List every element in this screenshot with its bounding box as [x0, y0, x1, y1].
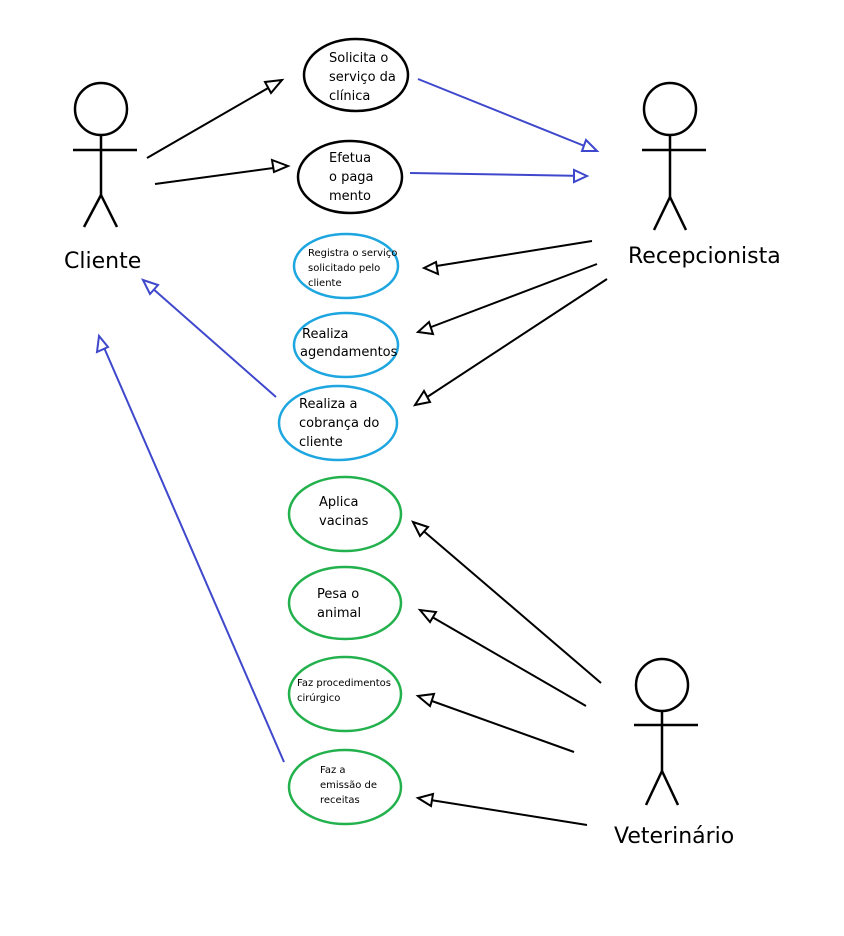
svg-text:cirúrgico: cirúrgico [297, 692, 340, 704]
assoc-veterinario-pesa [417, 608, 587, 707]
svg-text:emissão de: emissão de [320, 780, 377, 791]
assoc-receitas-cliente [95, 333, 285, 763]
actor-cliente [73, 81, 137, 228]
usecase-registra-label: Registra o serviço solicitado pelo clien… [308, 248, 397, 289]
svg-text:cliente: cliente [308, 278, 342, 289]
svg-text:Solicita o: Solicita o [329, 51, 388, 66]
actor-recepcionista [642, 81, 706, 231]
usecase-efetua-label: Efetua o paga mento [329, 151, 374, 204]
svg-text:cobrança do: cobrança do [299, 416, 379, 431]
svg-text:Pesa o: Pesa o [317, 587, 359, 602]
usecase-cirurgico-ellipse [287, 655, 403, 733]
svg-text:Faz a: Faz a [320, 765, 346, 776]
usecase-agenda-label: Realiza agendamentos [300, 327, 398, 360]
assoc-recepcionista-cobranca [412, 278, 608, 407]
svg-text:Realiza: Realiza [302, 327, 348, 342]
usecase-cobranca-ellipse [277, 384, 399, 462]
assoc-recepcionista-agenda [415, 263, 598, 336]
svg-text:cliente: cliente [299, 435, 343, 450]
svg-text:clínica: clínica [329, 89, 370, 104]
svg-text:Realiza a: Realiza a [299, 397, 358, 412]
assoc-solicita-recepcionista [417, 78, 600, 152]
assoc-efetua-recepcionista [409, 168, 590, 184]
usecase-pesa-label: Pesa o animal [317, 587, 361, 621]
usecase-receitas-ellipse [287, 748, 403, 826]
actor-cliente-label: Cliente [64, 249, 141, 274]
assoc-recepcionista-registra [421, 240, 593, 276]
actor-veterinario-label: Veterinário [614, 824, 734, 849]
usecase-cirurgico-label: Faz procedimentos cirúrgico [297, 678, 391, 704]
usecase-vacinas-ellipse [287, 475, 403, 553]
usecase-vacinas-label: Aplica vacinas [319, 495, 369, 529]
actor-recepcionista-label: Recepcionista [628, 244, 781, 269]
assoc-cliente-solicita [146, 78, 285, 159]
svg-text:agendamentos: agendamentos [300, 345, 398, 360]
usecase-agenda-ellipse [292, 311, 400, 379]
svg-text:Faz procedimentos: Faz procedimentos [297, 678, 391, 689]
assoc-cliente-efetua [154, 158, 291, 185]
usecase-solicita-ellipse [302, 37, 410, 113]
usecase-solicita-label: Solicita o serviço da clínica [329, 51, 396, 104]
usecase-cobranca-label: Realiza a cobrança do cliente [299, 397, 379, 450]
usecase-efetua-ellipse [296, 139, 404, 215]
usecase-registra-ellipse [292, 232, 400, 300]
svg-text:vacinas: vacinas [319, 514, 369, 529]
actor-veterinario [634, 657, 698, 806]
assoc-veterinario-cirurgico [415, 692, 575, 753]
svg-text:receitas: receitas [320, 795, 360, 806]
usecase-pesa-ellipse [287, 565, 403, 641]
svg-text:Aplica: Aplica [319, 495, 358, 510]
assoc-veterinario-vacinas [411, 520, 602, 684]
svg-text:mento: mento [329, 189, 371, 204]
assoc-veterinario-receitas [415, 792, 588, 826]
svg-text:o paga: o paga [329, 170, 374, 185]
svg-text:serviço da: serviço da [329, 70, 396, 85]
svg-text:animal: animal [317, 606, 361, 621]
svg-text:Registra o serviço: Registra o serviço [308, 248, 397, 259]
usecase-receitas-label: Faz a emissão de receitas [320, 765, 377, 806]
assoc-cobranca-cliente [141, 278, 277, 398]
svg-text:Efetua: Efetua [329, 151, 371, 166]
svg-text:solicitado pelo: solicitado pelo [308, 263, 380, 274]
